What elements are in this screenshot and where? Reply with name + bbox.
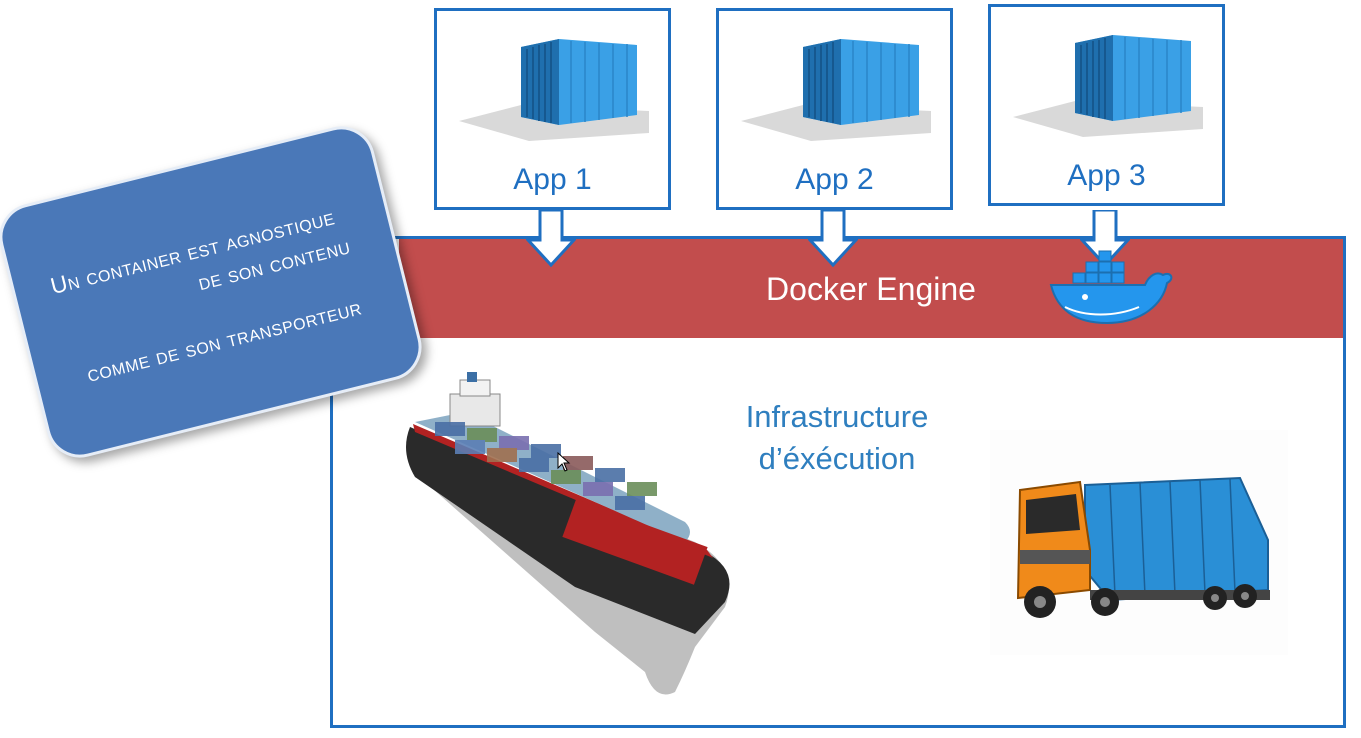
container-truck-image (990, 430, 1288, 655)
infrastructure-label: Infrastructure d’éxécution (712, 396, 962, 480)
container-ship-image (406, 372, 730, 695)
down-arrow-icon (526, 210, 576, 268)
shipping-container-icon (741, 39, 931, 141)
app-box-1: App 1 (434, 8, 671, 210)
infrastructure-label-line1: Infrastructure (745, 399, 929, 434)
down-arrow-icon (808, 210, 858, 268)
app-box-2: App 2 (716, 8, 953, 210)
infrastructure-label-line2: d’éxécution (758, 441, 916, 476)
down-arrow-icon (1080, 210, 1130, 268)
docker-engine-label: Docker Engine (766, 271, 976, 307)
app-label: App 2 (795, 163, 874, 196)
app-label: App 1 (513, 163, 592, 196)
note-line-3: comme de son transporteur (84, 293, 365, 387)
mouse-cursor-icon (557, 452, 571, 472)
shipping-container-icon (1013, 35, 1203, 137)
app-box-3: App 3 (988, 4, 1225, 206)
app-label: App 3 (1067, 159, 1146, 192)
docker-whale-icon (1049, 250, 1173, 325)
shipping-container-icon (459, 39, 649, 141)
